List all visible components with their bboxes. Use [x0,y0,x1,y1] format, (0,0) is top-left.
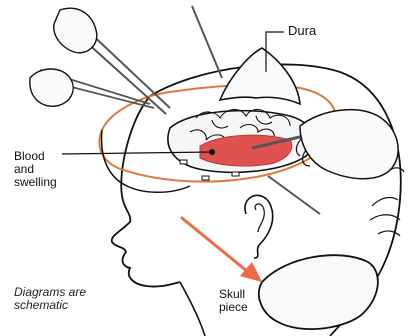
removal-arrow-head [240,262,262,282]
needle-top [192,6,222,78]
staple [202,176,209,180]
neck-outline [180,282,205,336]
staple [180,160,187,164]
hand-right [300,110,398,179]
schematic-note: Diagrams are schematic [14,286,86,312]
ear [245,195,273,258]
dura-flap [220,48,300,104]
staple [232,172,239,176]
dura-label: Dura [288,24,316,37]
skull-piece-label: Skull piece [219,288,248,314]
ear-inner [255,204,264,232]
probe-lower [268,176,320,214]
hand-left [30,69,73,106]
removal-arrow [182,218,248,272]
blood-label: Blood and swelling [14,150,57,189]
hand-upper-left [54,8,97,53]
skull-piece [259,255,378,329]
